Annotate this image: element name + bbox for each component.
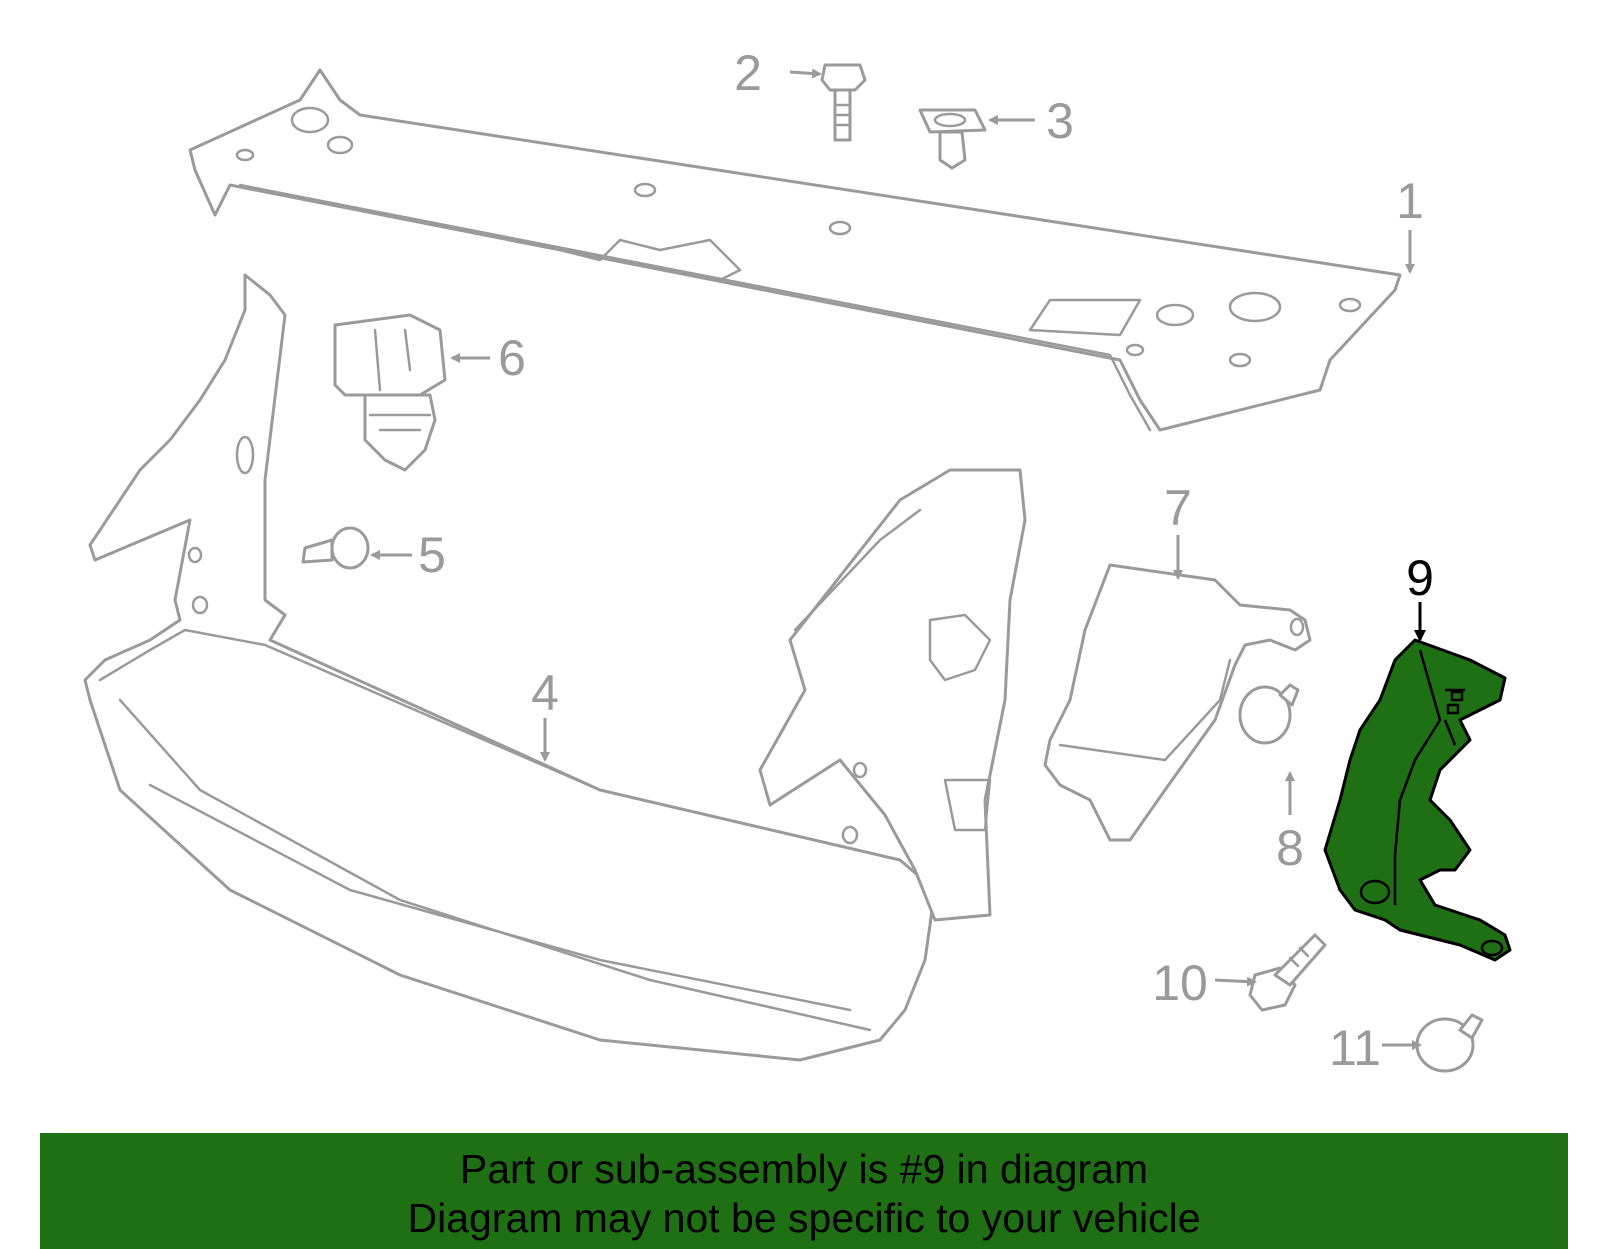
banner-line-2: Diagram may not be specific to your vehi… [407,1195,1201,1241]
callout-9: 9 [1406,550,1434,606]
banner-line-1: Part or sub-assembly is #9 in diagram [459,1146,1149,1192]
info-banner: Part or sub-assembly is #9 in diagram Di… [40,1133,1568,1249]
part-4-radiator-support [83,273,1027,1062]
callout-7: 7 [1164,480,1192,536]
callout-1: 1 [1396,173,1424,229]
part-5-pushpin [301,526,370,570]
part-8-pushpin [1238,683,1300,745]
part-1-upper-panel [188,68,1402,432]
callout-4: 4 [531,665,559,721]
part-9-bracket [1323,638,1512,962]
callout-8: 8 [1276,820,1304,876]
part-6-latch [333,313,447,472]
part-10-bolt [1248,933,1327,1012]
callout-5: 5 [418,527,446,583]
callout-2: 2 [734,45,762,101]
callout-10: 10 [1152,955,1208,1011]
callout-11: 11 [1329,1020,1381,1076]
part-3-clip [918,108,987,170]
part-11-pushpin [1415,1013,1484,1073]
callout-leaders [370,68,1426,1050]
part-2-bolt [820,63,867,142]
callout-6: 6 [498,330,526,386]
part-7-deflector [1043,563,1312,842]
callout-3: 3 [1046,93,1074,149]
callout-labels: 2 3 1 6 5 4 7 8 9 10 11 [418,45,1434,1076]
